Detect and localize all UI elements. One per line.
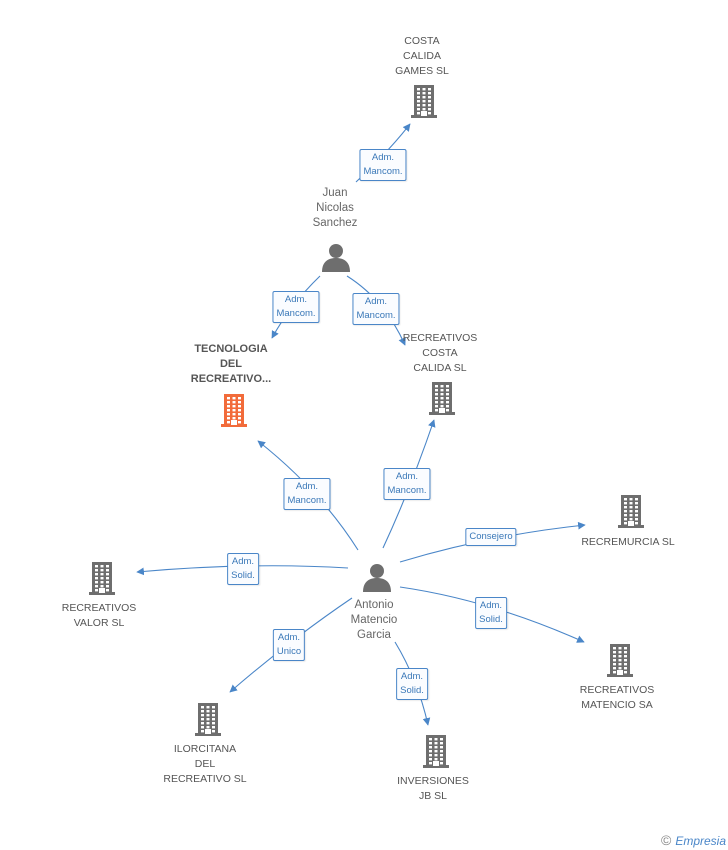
edge-label[interactable]: Adm. Mancom.	[383, 468, 431, 500]
node-label-juan-nicolas: Juan Nicolas Sanchez	[312, 187, 358, 229]
node-label-antonio: Antonio Matencio Garcia	[350, 599, 398, 641]
node-label-recremurcia: RECREMURCIA SL	[581, 536, 675, 548]
building-icon[interactable]	[605, 643, 635, 677]
building-icon[interactable]	[219, 393, 249, 427]
building-icon[interactable]	[427, 381, 457, 415]
node-label-tecnologia: TECNOLOGIA DEL RECREATIVO...	[190, 343, 272, 385]
footer-brand[interactable]: ©Empresia	[661, 832, 726, 848]
node-label-ilorcitana: ILORCITANA DEL RECREATIVO SL	[163, 743, 247, 785]
building-icon[interactable]	[87, 561, 117, 595]
node-label-recreativos-matencio: RECREATIVOS MATENCIO SA	[579, 684, 655, 711]
edge-label[interactable]: Adm. Mancom.	[359, 149, 407, 181]
edge-label[interactable]: Adm. Solid.	[475, 597, 507, 629]
brand-text: Empresia	[675, 834, 726, 848]
edge-label[interactable]: Adm. Unico	[272, 629, 306, 661]
edge-label[interactable]: Adm. Mancom.	[272, 291, 320, 323]
edge-label[interactable]: Adm. Mancom.	[283, 478, 331, 510]
person-icon[interactable]	[321, 242, 351, 272]
node-label-costa-calida-games: COSTA CALIDA GAMES SL	[395, 35, 449, 77]
edge-label[interactable]: Adm. Mancom.	[352, 293, 400, 325]
person-icon[interactable]	[362, 562, 392, 592]
building-icon[interactable]	[421, 734, 451, 768]
edge-label[interactable]: Adm. Solid.	[396, 668, 428, 700]
copyright-icon: ©	[660, 832, 672, 848]
building-icon[interactable]	[616, 494, 646, 528]
node-label-recreativos-valor: RECREATIVOS VALOR SL	[61, 602, 137, 629]
edge-label[interactable]: Consejero	[465, 528, 517, 546]
node-label-recreativos-costa: RECREATIVOS COSTA CALIDA SL	[402, 332, 478, 374]
node-label-inversiones-jb: INVERSIONES JB SL	[397, 775, 469, 802]
edge-label[interactable]: Adm. Solid.	[227, 553, 259, 585]
building-icon[interactable]	[193, 702, 223, 736]
building-icon[interactable]	[409, 84, 439, 118]
